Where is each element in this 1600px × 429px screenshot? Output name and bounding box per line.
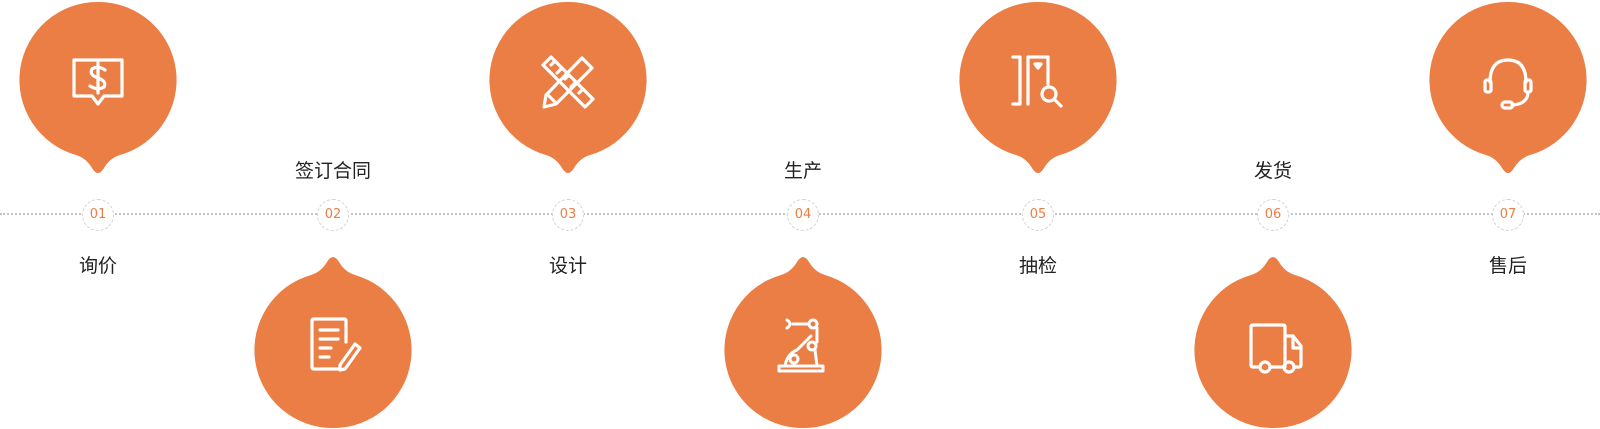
step-label: 抽检 (1018, 255, 1057, 277)
step-label: 签订合同 (294, 160, 371, 182)
contract-pen-icon (310, 317, 362, 372)
process-step-inspection: 05 抽检 (938, 0, 1138, 429)
step-label: 设计 (548, 255, 587, 277)
step-bubble (488, 2, 648, 180)
step-bubble (253, 250, 413, 428)
process-step-after-sales: 07 售后 (1408, 0, 1600, 429)
process-step-production: 生产 04 (703, 0, 903, 429)
dollar-chat-icon (72, 58, 124, 106)
process-step-contract: 签订合同 02 (233, 0, 433, 429)
step-bubble (18, 2, 178, 180)
process-step-inquiry: 01 询价 (0, 0, 198, 429)
step-bubble (958, 2, 1118, 180)
step-label: 发货 (1253, 160, 1292, 182)
step-number: 04 (787, 199, 819, 231)
step-number: 05 (1022, 199, 1054, 231)
process-step-design: 03 设计 (468, 0, 668, 429)
robot-arm-icon (777, 318, 825, 373)
step-bubble (723, 250, 883, 428)
step-label: 售后 (1488, 255, 1527, 277)
step-number: 01 (82, 199, 114, 231)
step-number: 07 (1492, 199, 1524, 231)
pencil-ruler-icon (541, 55, 595, 109)
step-number: 03 (552, 199, 584, 231)
process-step-shipping: 发货 06 (1173, 0, 1373, 429)
step-number: 06 (1257, 199, 1289, 231)
delivery-truck-icon (1249, 323, 1303, 374)
step-number: 02 (317, 199, 349, 231)
step-bubble (1193, 250, 1353, 428)
step-bubble (1428, 2, 1588, 180)
inspection-search-icon (1011, 55, 1063, 108)
headset-icon (1483, 58, 1533, 110)
step-label: 生产 (783, 160, 822, 182)
step-label: 询价 (78, 255, 117, 277)
